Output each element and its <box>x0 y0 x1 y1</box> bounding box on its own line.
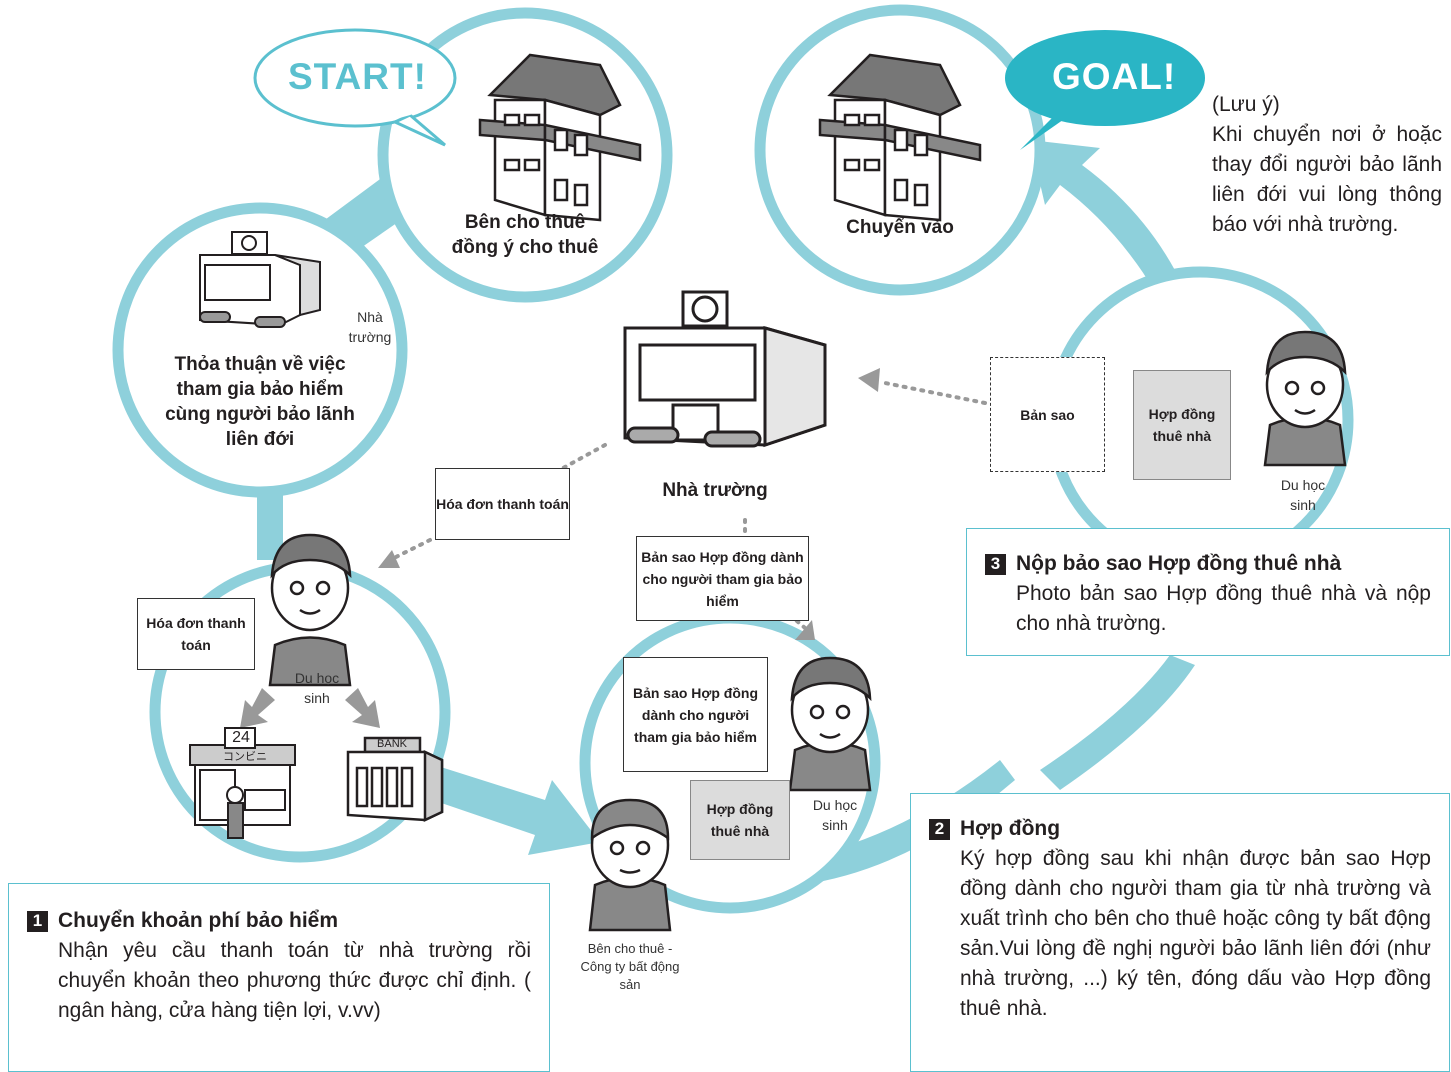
lease-contract-doc-2: Hợp đồng thuê nhà <box>1133 370 1231 480</box>
start-label: START! <box>288 56 427 97</box>
dotted-arrowhead-student <box>378 550 400 568</box>
step-landlord-approval: Bên cho thuê đồng ý cho thuê <box>451 212 599 258</box>
lease-contract-doc-1: Hợp đồng thuê nhà <box>690 780 790 860</box>
student-icon-3 <box>1263 330 1347 467</box>
school-large-icon <box>623 290 827 448</box>
store-icon <box>189 727 296 839</box>
house-start-icon <box>478 53 642 222</box>
info-box-step-1: 1 Chuyển khoản phí bảo hiểm Nhận yêu cầu … <box>8 883 550 1072</box>
copy-doc-dashed: Bản sao <box>990 357 1105 472</box>
step-1-title: Chuyển khoản phí bảo hiểm <box>58 909 339 932</box>
note-text: Khi chuyển nơi ở hoặc thay đổi người bảo… <box>1212 123 1442 236</box>
circle-agreement <box>112 202 408 498</box>
goal-label: GOAL! <box>1052 56 1177 97</box>
copy-contract-doc-2: Bản sao Hợp đồng dành cho người tham gia… <box>623 657 768 772</box>
arrow-submit-to-goal <box>1030 140 1185 300</box>
step-2-title: Hợp đồng <box>960 817 1061 840</box>
info-box-step-3: 3 Nộp bảo sao Hợp đồng thuê nhà Photo bản… <box>966 528 1450 656</box>
invoice-doc-1: Hóa đơn thanh toán <box>435 468 570 540</box>
bank-sign: BANK <box>377 738 407 750</box>
step-3-number: 3 <box>985 553 1006 575</box>
dotted-arrowhead-contract <box>795 620 815 640</box>
student-icon-1 <box>268 533 352 687</box>
step-1-text: Nhận yêu cầu thanh toán từ nhà trường rồ… <box>58 939 531 1022</box>
copy-contract-doc-1: Bản sao Hợp đồng dành cho người tham gia… <box>636 536 809 621</box>
note-title: (Lưu ý) <box>1212 93 1280 116</box>
student-label-2: Du học sinh <box>812 797 858 833</box>
student-label-1: Du học sinh <box>294 670 340 706</box>
landlord-label: Bên cho thuê - Công ty bất động sản <box>580 941 680 992</box>
landlord-icon <box>588 798 672 932</box>
dotted-arrowhead-school <box>858 368 880 392</box>
store-name: コンビニ <box>223 751 267 763</box>
student-icon-2 <box>788 656 872 792</box>
store-sign: 24 <box>232 729 250 746</box>
dotted-arrow-copy-to-school <box>878 380 987 405</box>
arrow-payment-to-contract <box>418 762 600 855</box>
arrow-lower-right <box>1040 655 1195 790</box>
house-goal-icon <box>818 53 982 222</box>
step-2-number: 2 <box>929 818 950 840</box>
agreement-text: Thỏa thuận về việc tham gia bảo hiểm cùn… <box>165 354 355 450</box>
dotted-arrow-invoice-to-student <box>388 538 432 562</box>
goal-bubble <box>1005 30 1205 150</box>
step-move-in: Chuyển vào <box>846 217 954 238</box>
bank-icon <box>346 736 444 822</box>
step-3-title: Nộp bảo sao Hợp đồng thuê nhà <box>1016 552 1342 575</box>
student-label-3: Du học sinh <box>1280 477 1326 513</box>
payment-arrows <box>240 688 380 728</box>
school-small-label: Nhà trường <box>348 309 392 345</box>
step-3-text: Photo bản sao Hợp đồng thuê nhà và nộp c… <box>1016 582 1431 635</box>
school-small-icon <box>199 231 321 328</box>
step-2-text: Ký hợp đồng sau khi nhận được bản sao Hợ… <box>960 847 1431 1020</box>
step-1-number: 1 <box>27 910 48 932</box>
invoice-doc-2: Hóa đơn thanh toán <box>137 598 255 670</box>
school-label: Nhà trường <box>662 480 768 501</box>
start-bubble <box>253 28 457 147</box>
info-box-step-2: 2 Hợp đồng Ký hợp đồng sau khi nhận được … <box>910 793 1450 1072</box>
